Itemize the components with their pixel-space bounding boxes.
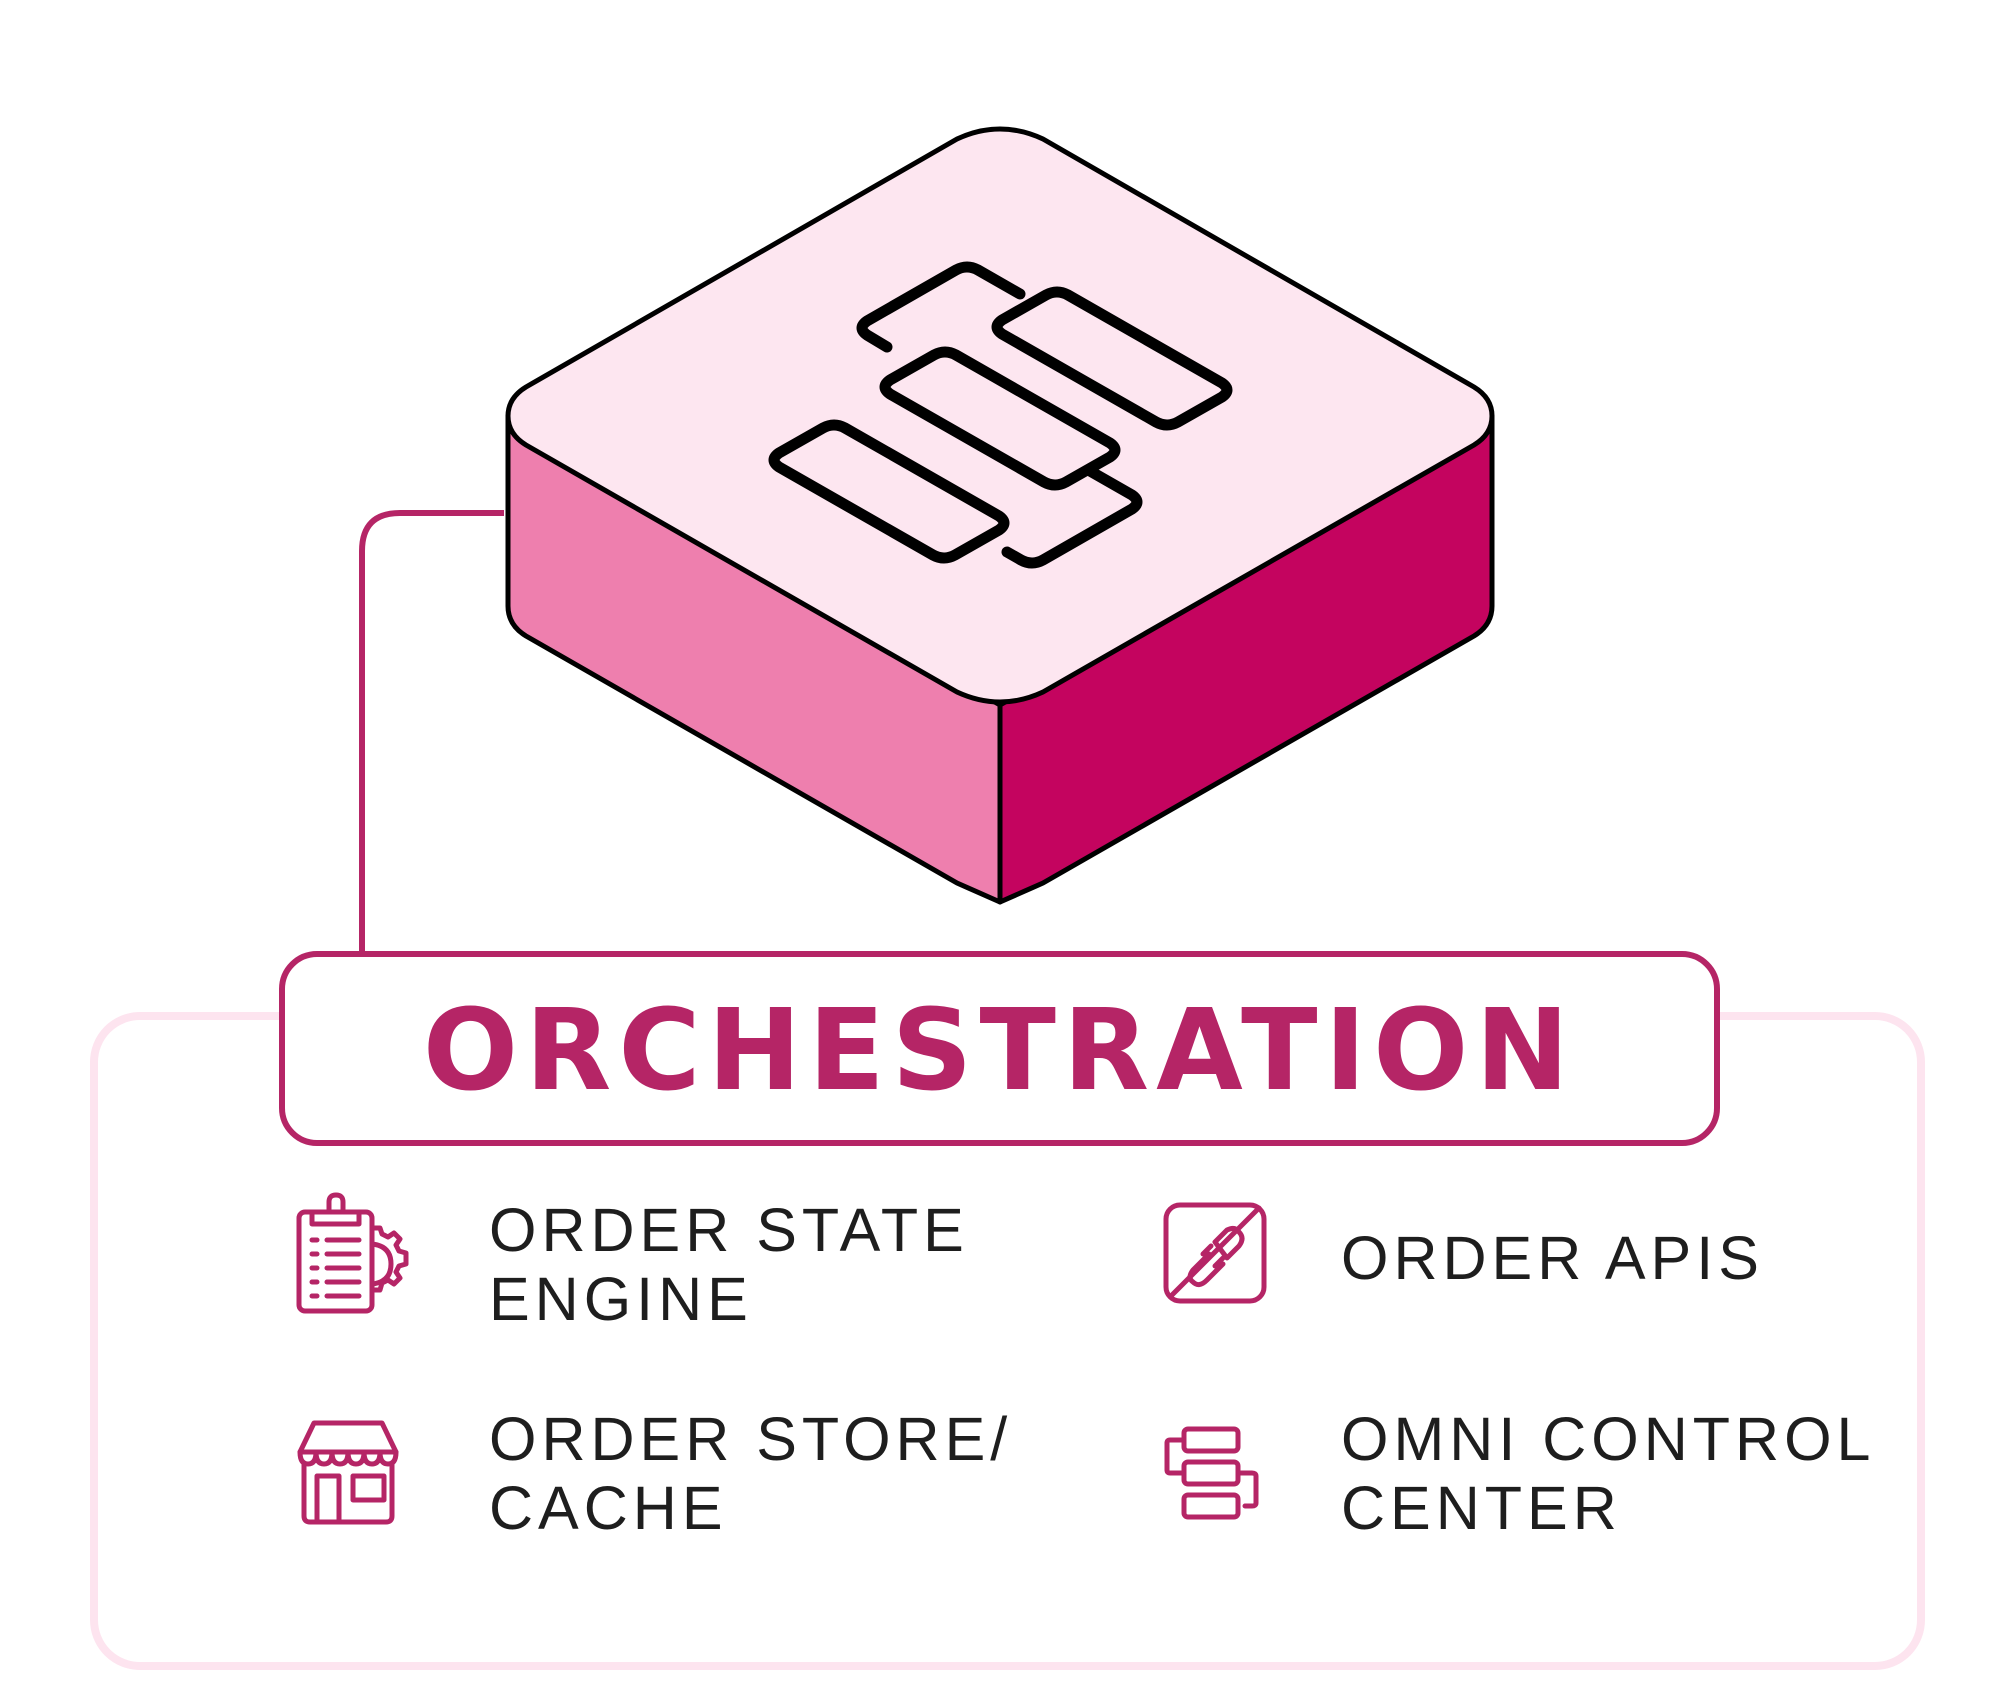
feature-order-apis: ORDER APIS xyxy=(1341,1224,1764,1292)
title-box: ORCHESTRATION xyxy=(279,951,1720,1146)
flow-blocks-icon xyxy=(1164,1426,1260,1520)
page-title: ORCHESTRATION xyxy=(422,985,1577,1116)
plug-connect-icon xyxy=(1163,1202,1267,1304)
feature-omni-control-center: OMNI CONTROL CENTER xyxy=(1341,1405,1876,1542)
storefront-icon xyxy=(296,1420,400,1526)
connector-line xyxy=(359,510,504,952)
clipboard-gear-icon xyxy=(296,1192,420,1314)
feature-order-state-engine: ORDER STATE ENGINE xyxy=(489,1196,969,1333)
workflow-blocks-icon xyxy=(768,261,1233,569)
orchestration-cube xyxy=(505,126,1495,905)
feature-order-store-cache: ORDER STORE/ CACHE xyxy=(489,1405,1013,1542)
